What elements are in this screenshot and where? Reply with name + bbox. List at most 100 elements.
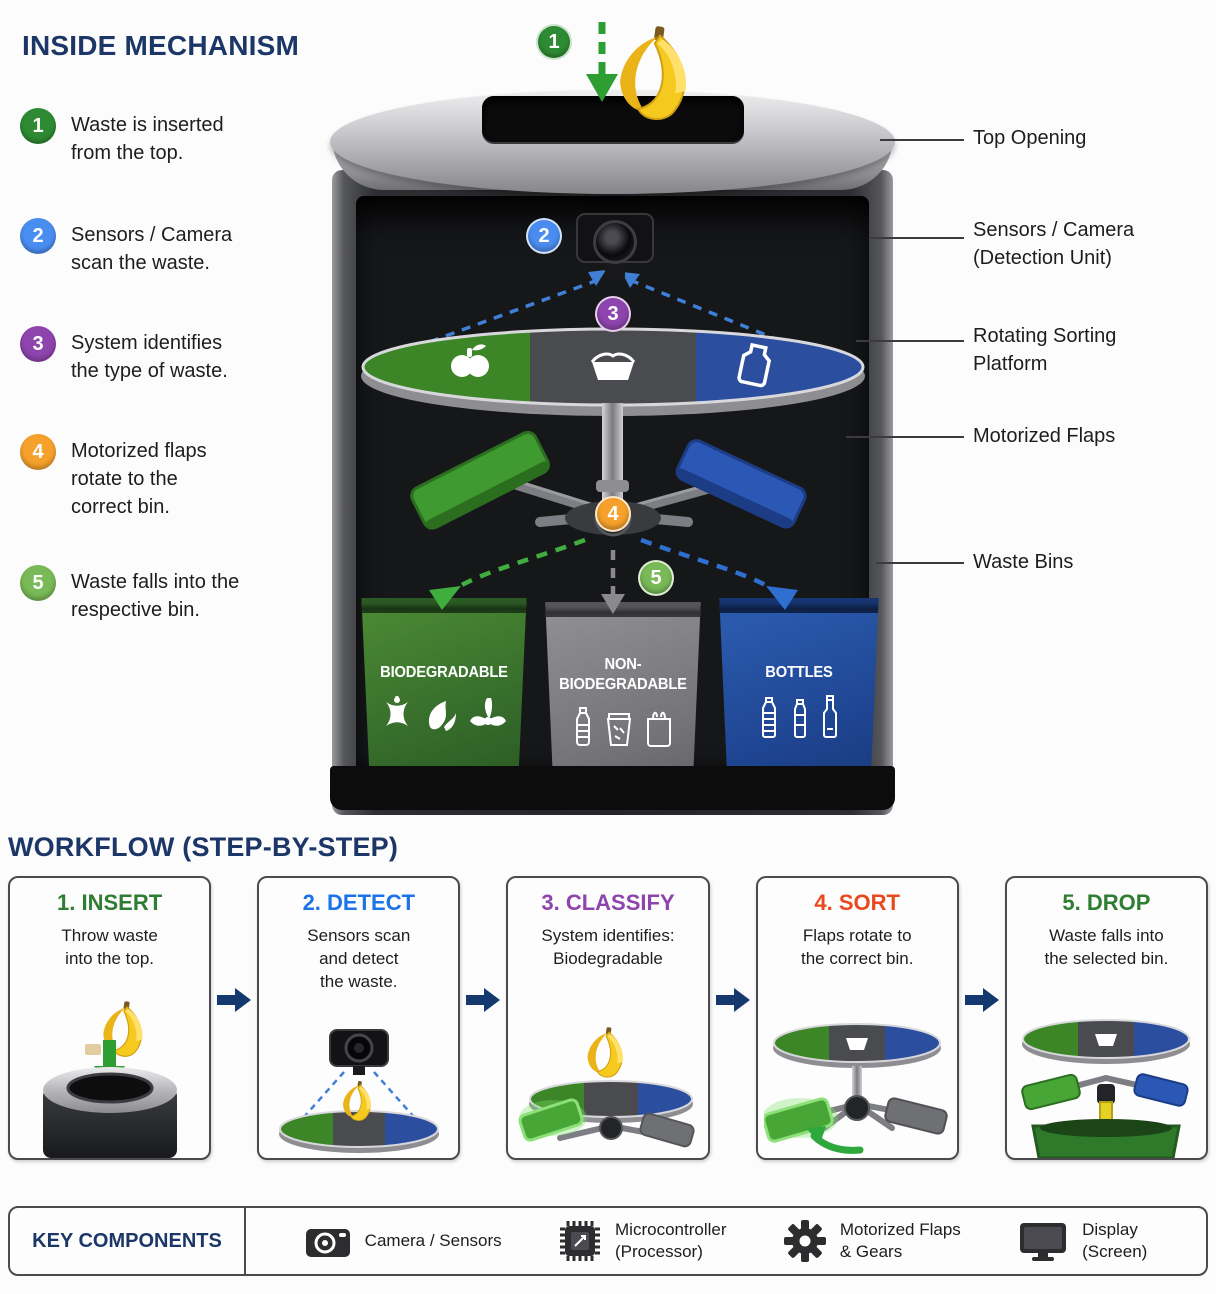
key-item-flaps-gears: Motorized Flaps & Gears	[783, 1219, 961, 1263]
insert-arrow-icon	[586, 22, 618, 102]
key-item-display: Display (Screen)	[1018, 1219, 1147, 1263]
card-classify-title: 3. CLASSIFY	[541, 890, 675, 915]
bin-rim	[361, 598, 527, 613]
peel-leaf-icon	[428, 701, 456, 731]
detect-scene	[278, 1029, 439, 1153]
leader-line	[846, 436, 964, 438]
step-5-badge: 5	[20, 565, 56, 601]
card-sort-desc: Flaps rotate to the correct bin.	[800, 926, 914, 968]
illustration-badge-2: 2	[526, 218, 562, 254]
smart-bin-illustration: BIODEGRADABLE	[330, 10, 895, 815]
classify-scene	[518, 1026, 695, 1148]
monitor-icon	[1020, 1223, 1067, 1261]
leader-line	[856, 340, 964, 342]
illustration-badge-3: 3	[595, 296, 631, 332]
bottles-bin-label: BOTTLES	[765, 664, 833, 681]
inside-mechanism-title: INSIDE MECHANISM	[22, 30, 299, 61]
workflow-cards: 1. INSERT Throw waste into the top. 2.	[8, 876, 1209, 1160]
card-detect-art	[266, 1028, 452, 1158]
water-bottle-icon	[762, 697, 776, 738]
mechanism-step-1: 1 Waste is inserted from the top.	[20, 108, 320, 167]
key-label-display: Display (Screen)	[1082, 1220, 1148, 1261]
glass-bottle-icon	[823, 695, 837, 738]
step-4-text: Motorized flaps rotate to the correct bi…	[71, 440, 207, 518]
key-label-microcontroller: Microcontroller (Processor)	[615, 1220, 727, 1261]
plastic-bag-icon	[647, 711, 671, 747]
key-components-items: Camera / Sensors Microcontroller (Proces…	[246, 1208, 1206, 1274]
workflow-card-classify: 3. CLASSIFY System identifies: Biodegrad…	[506, 876, 710, 1160]
cup-icon	[606, 713, 632, 746]
chip-icon	[560, 1221, 601, 1261]
mechanism-step-5: 5 Waste falls into the respective bin.	[20, 565, 320, 624]
mechanism-step-4: 4 Motorized flaps rotate to the correct …	[20, 434, 320, 521]
key-components-bar: KEY COMPONENTS Camera / Sensors	[8, 1206, 1208, 1276]
card-insert-art	[17, 1000, 203, 1158]
bin-rim	[545, 602, 701, 617]
illustration-badge-4: 4	[595, 496, 631, 532]
leader-line	[876, 562, 964, 564]
card-drop-art	[1013, 1008, 1199, 1158]
camera-stand	[605, 263, 625, 279]
camera-icon	[305, 1229, 350, 1257]
drop-scene	[1021, 1019, 1191, 1158]
flow-arrow-icon	[460, 876, 506, 1160]
labeled-bottle-icon	[794, 699, 806, 738]
sort-scene	[762, 1023, 948, 1154]
flow-arrow-icon	[710, 876, 756, 1160]
workflow-card-sort: 4. SORT Flaps rotate to the correct bin.	[755, 876, 959, 1160]
key-label-display-flaps: Motorized Flaps & Gears	[839, 1220, 961, 1261]
workflow-card-drop: 5. DROP Waste falls into the selected bi…	[1004, 876, 1209, 1160]
camera-lens-icon	[593, 220, 637, 264]
non-biodegradable-bin-label: NON- BIODEGRADABLE	[559, 656, 687, 693]
card-classify-desc: System identifies: Biodegradable	[541, 926, 675, 968]
label-top-opening: Top Opening	[973, 127, 1087, 149]
card-insert-title: 1. INSERT	[57, 890, 163, 915]
step-1-badge: 1	[20, 108, 56, 144]
mechanism-step-3: 3 System identifies the type of waste.	[20, 326, 320, 385]
step-5-text: Waste falls into the respective bin.	[71, 571, 240, 621]
label-motorized-flaps: Motorized Flaps	[973, 425, 1116, 447]
bottles-bin: BOTTLES	[719, 598, 879, 788]
insert-scene	[42, 1000, 177, 1158]
biodegradable-bin: BIODEGRADABLE	[361, 598, 527, 788]
key-item-camera: Camera / Sensors	[305, 1224, 502, 1258]
flow-arrow-icon	[211, 876, 257, 1160]
apple-core-icon	[386, 696, 408, 726]
flow-arrow-icon	[959, 876, 1005, 1160]
biodegradable-bin-label: BIODEGRADABLE	[380, 664, 508, 681]
card-drop-title: 5. DROP	[1062, 890, 1151, 915]
key-label-camera: Camera / Sensors	[364, 1231, 502, 1250]
illustration-badge-5: 5	[638, 560, 674, 596]
bin-base-tray	[330, 766, 895, 810]
card-classify-art	[515, 1026, 701, 1158]
workflow-card-detect: 2. DETECT Sensors scan and detect the wa…	[257, 876, 461, 1160]
key-components-title: KEY COMPONENTS	[10, 1208, 246, 1274]
banana-peel-icon	[470, 698, 506, 726]
illustration-badge-1: 1	[536, 24, 572, 60]
mechanism-step-2: 2 Sensors / Camera scan the waste.	[20, 218, 320, 277]
workflow-card-insert: 1. INSERT Throw waste into the top.	[8, 876, 212, 1160]
step-4-badge: 4	[20, 434, 56, 470]
leader-line	[870, 237, 964, 239]
card-drop-desc: Waste falls into the selected bin.	[1044, 926, 1169, 968]
step-3-badge: 3	[20, 326, 56, 362]
card-insert-desc: Throw waste into the top.	[61, 926, 158, 968]
step-1-text: Waste is inserted from the top.	[71, 114, 224, 164]
banana-peel-top	[619, 24, 688, 121]
workflow-title: WORKFLOW (STEP-BY-STEP)	[8, 832, 399, 862]
leader-line	[880, 139, 964, 141]
bin-rim	[719, 598, 879, 613]
card-detect-desc: Sensors scan and detect the waste.	[307, 926, 411, 991]
step-2-badge: 2	[20, 218, 56, 254]
plastic-bottle-icon	[576, 707, 590, 746]
top-opening-slot	[482, 96, 744, 142]
label-rotating-platform: Rotating Sorting Platform	[973, 325, 1117, 375]
card-sort-art	[762, 1008, 950, 1158]
label-waste-bins: Waste Bins	[973, 551, 1074, 573]
card-detect-title: 2. DETECT	[302, 890, 416, 915]
label-sensors-camera: Sensors / Camera (Detection Unit)	[973, 219, 1135, 269]
step-3-text: System identifies the type of waste.	[71, 332, 228, 382]
step-2-text: Sensors / Camera scan the waste.	[71, 224, 233, 274]
key-item-microcontroller: Microcontroller (Processor)	[559, 1219, 727, 1263]
